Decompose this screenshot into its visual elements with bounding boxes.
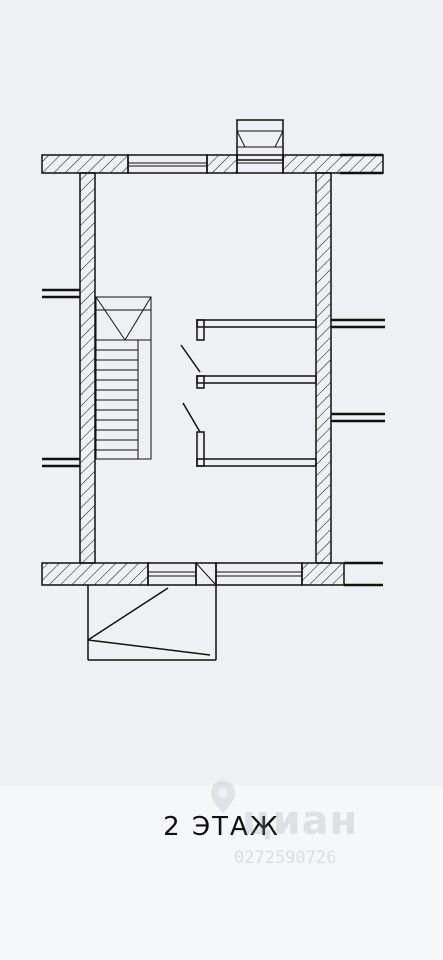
top-window: [127, 154, 208, 174]
chimney: [236, 119, 284, 174]
footer-band: [0, 785, 443, 960]
staircase: [95, 296, 152, 460]
watermark: циан 0272590726: [208, 770, 408, 870]
watermark-listing-id: 0272590726: [234, 848, 337, 868]
bottom-wall: [41, 561, 383, 587]
right-wall: [315, 172, 332, 564]
interior-partitions: [196, 319, 317, 467]
left-wall: [79, 172, 96, 564]
location-pin-icon: [211, 781, 235, 813]
bottom-windows: [147, 562, 303, 586]
top-wall: [41, 153, 384, 175]
door-swings: [180, 344, 201, 433]
side-stubs: [42, 288, 385, 468]
watermark-brand: циан: [242, 798, 359, 844]
balcony: [87, 585, 217, 661]
floor-label: 2 ЭТАЖ: [163, 812, 280, 842]
